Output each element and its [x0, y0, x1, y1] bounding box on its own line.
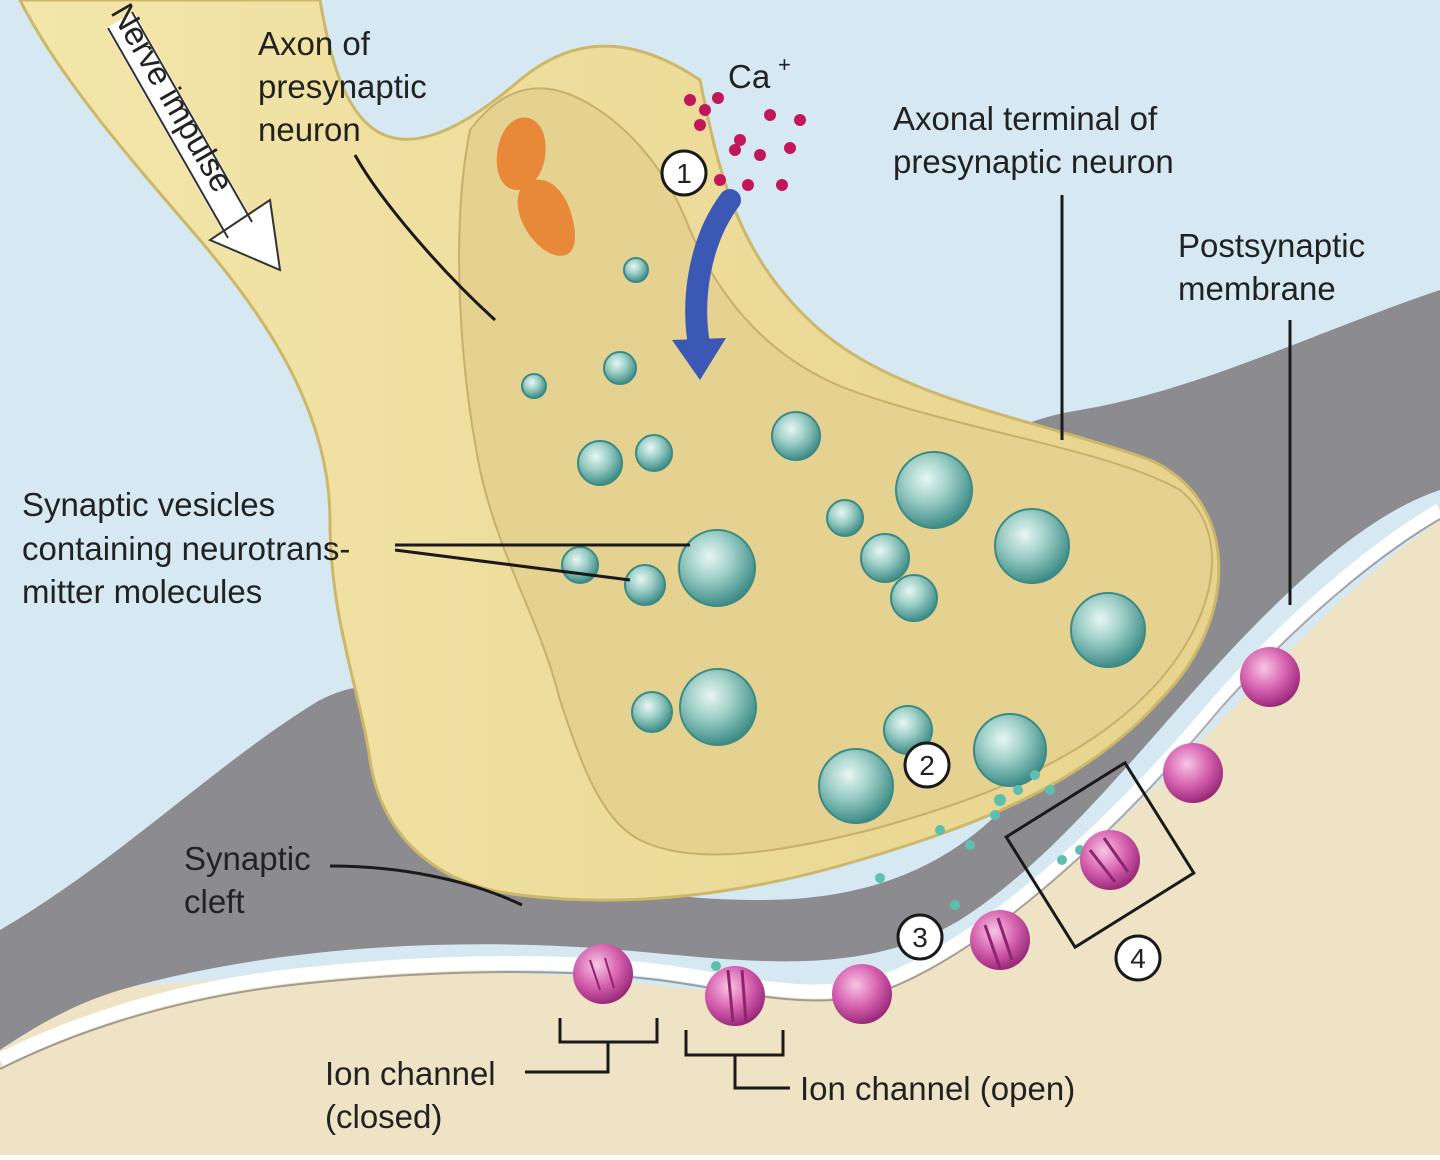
svg-text:presynaptic: presynaptic	[258, 68, 427, 105]
calcium-influx-arrow	[685, 189, 741, 361]
vesicles-leader-line-2	[394, 548, 631, 582]
step-marker-2: 2	[903, 741, 951, 789]
ion-channel-open	[1080, 830, 1140, 890]
postsynaptic-membrane-label: Postsynaptic membrane	[1178, 227, 1365, 307]
ion-channel-closed	[573, 944, 633, 1004]
svg-text:containing neurotrans-: containing neurotrans-	[22, 530, 350, 567]
svg-text:membrane: membrane	[1178, 270, 1336, 307]
channel-highlight-box	[1004, 760, 1196, 950]
svg-text:(closed): (closed)	[325, 1098, 442, 1135]
mitochondrion	[496, 117, 546, 190]
axon-label: Axon of presynaptic neuron	[258, 25, 427, 148]
open-channel-bracket	[684, 1030, 790, 1090]
ion-channel-closed	[1163, 743, 1223, 803]
closed-channel-bracket	[525, 1018, 659, 1074]
svg-text:Ca: Ca	[728, 58, 771, 95]
step-marker-1: 1	[660, 149, 708, 197]
svg-text:mitter molecules: mitter molecules	[22, 573, 262, 610]
svg-text:1: 1	[676, 158, 692, 189]
svg-text:neuron: neuron	[258, 111, 361, 148]
svg-text:4: 4	[1130, 943, 1146, 974]
synaptic-vesicles	[521, 257, 1146, 824]
synaptic-cleft-label: Synaptic cleft	[184, 840, 311, 920]
calcium-ions	[684, 92, 806, 191]
nerve-impulse-arrow	[106, 11, 282, 272]
synaptic-vesicles-label: Synaptic vesicles containing neurotrans-…	[22, 486, 350, 610]
step-marker-4: 4	[1114, 934, 1162, 982]
svg-text:Axon of: Axon of	[258, 25, 371, 62]
svg-text:cleft: cleft	[184, 883, 245, 920]
calcium-label: Ca +	[728, 52, 791, 95]
neurotransmitter-molecules	[711, 770, 1085, 971]
cleft-leader-line	[329, 864, 523, 907]
ion-channel-closed	[832, 964, 892, 1024]
svg-text:Axonal terminal of: Axonal terminal of	[893, 100, 1158, 137]
ion-channel-closed-label: Ion channel (closed)	[325, 1055, 496, 1135]
svg-text:2: 2	[919, 750, 935, 781]
step-marker-3: 3	[896, 913, 944, 961]
svg-text:Synaptic vesicles: Synaptic vesicles	[22, 486, 275, 523]
svg-text:Ion channel: Ion channel	[325, 1055, 496, 1092]
postsynaptic-cell	[0, 520, 1440, 1155]
svg-text:3: 3	[912, 922, 928, 953]
svg-text:Postsynaptic: Postsynaptic	[1178, 227, 1365, 264]
svg-text:Synaptic: Synaptic	[184, 840, 311, 877]
ion-channels	[573, 647, 1300, 1026]
axon-leader-line	[353, 154, 497, 322]
ion-channel-open	[970, 910, 1030, 970]
ion-channel-open-label: Ion channel (open)	[800, 1070, 1075, 1107]
svg-text:presynaptic neuron: presynaptic neuron	[893, 143, 1174, 180]
svg-text:+: +	[778, 52, 791, 77]
axonal-terminal-label: Axonal terminal of presynaptic neuron	[893, 100, 1174, 180]
terminal-interior	[458, 87, 1214, 856]
ion-channel-closed	[1240, 647, 1300, 707]
ion-channel-open	[705, 966, 765, 1026]
mitochondrion	[517, 179, 575, 256]
